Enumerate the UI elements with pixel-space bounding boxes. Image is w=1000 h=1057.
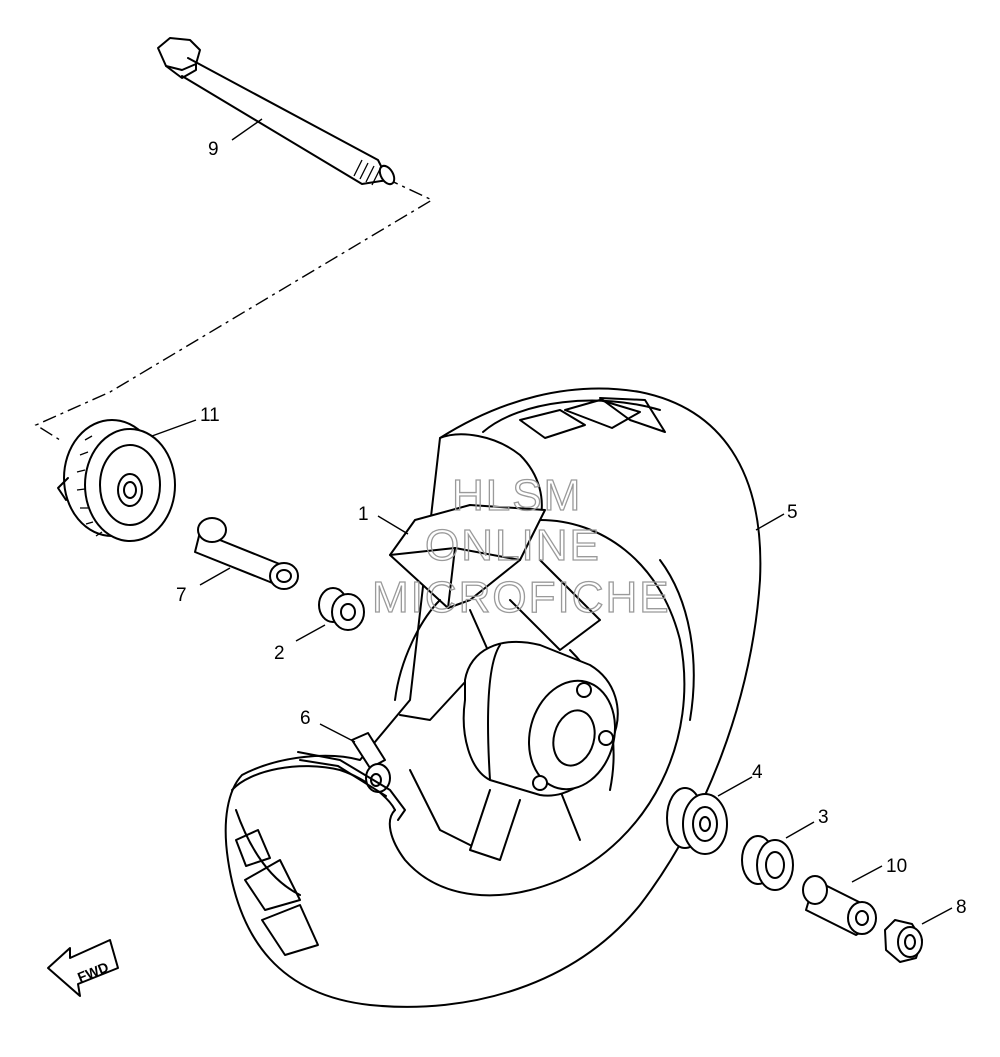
watermark-line3: MICROFICHE	[372, 573, 671, 622]
part-bearing-3	[741, 835, 794, 891]
part-nut	[884, 919, 923, 963]
callout-11: 11	[200, 405, 220, 426]
part-spacer-short	[802, 875, 877, 936]
leader-lines	[151, 118, 953, 925]
callout-7: 7	[176, 585, 187, 606]
fwd-arrow: FWD	[47, 939, 119, 997]
assembly-centerline	[34, 177, 434, 441]
part-spacer-long	[194, 517, 299, 590]
callout-8: 8	[956, 897, 967, 918]
callout-9: 9	[208, 139, 219, 160]
part-wheel	[389, 504, 619, 861]
callout-3: 3	[818, 807, 829, 828]
watermark-line2: ONLINE	[425, 521, 601, 570]
part-gear-unit	[57, 419, 176, 542]
watermark-line1: HLSM	[452, 471, 582, 520]
part-valve	[297, 732, 406, 821]
callout-6: 6	[300, 708, 311, 729]
callout-10: 10	[886, 856, 907, 877]
callout-5: 5	[787, 502, 798, 523]
callout-labels: 9 11 1 5 7 2 6 4 3 10 8	[176, 139, 967, 918]
callout-4: 4	[752, 762, 763, 783]
part-collar	[318, 587, 365, 631]
callout-1: 1	[358, 504, 369, 525]
part-bearing-4	[666, 787, 728, 855]
callout-2: 2	[274, 643, 285, 664]
watermark: HLSM ONLINE MICROFICHE	[371, 470, 671, 622]
part-axle-bolt	[157, 37, 396, 186]
